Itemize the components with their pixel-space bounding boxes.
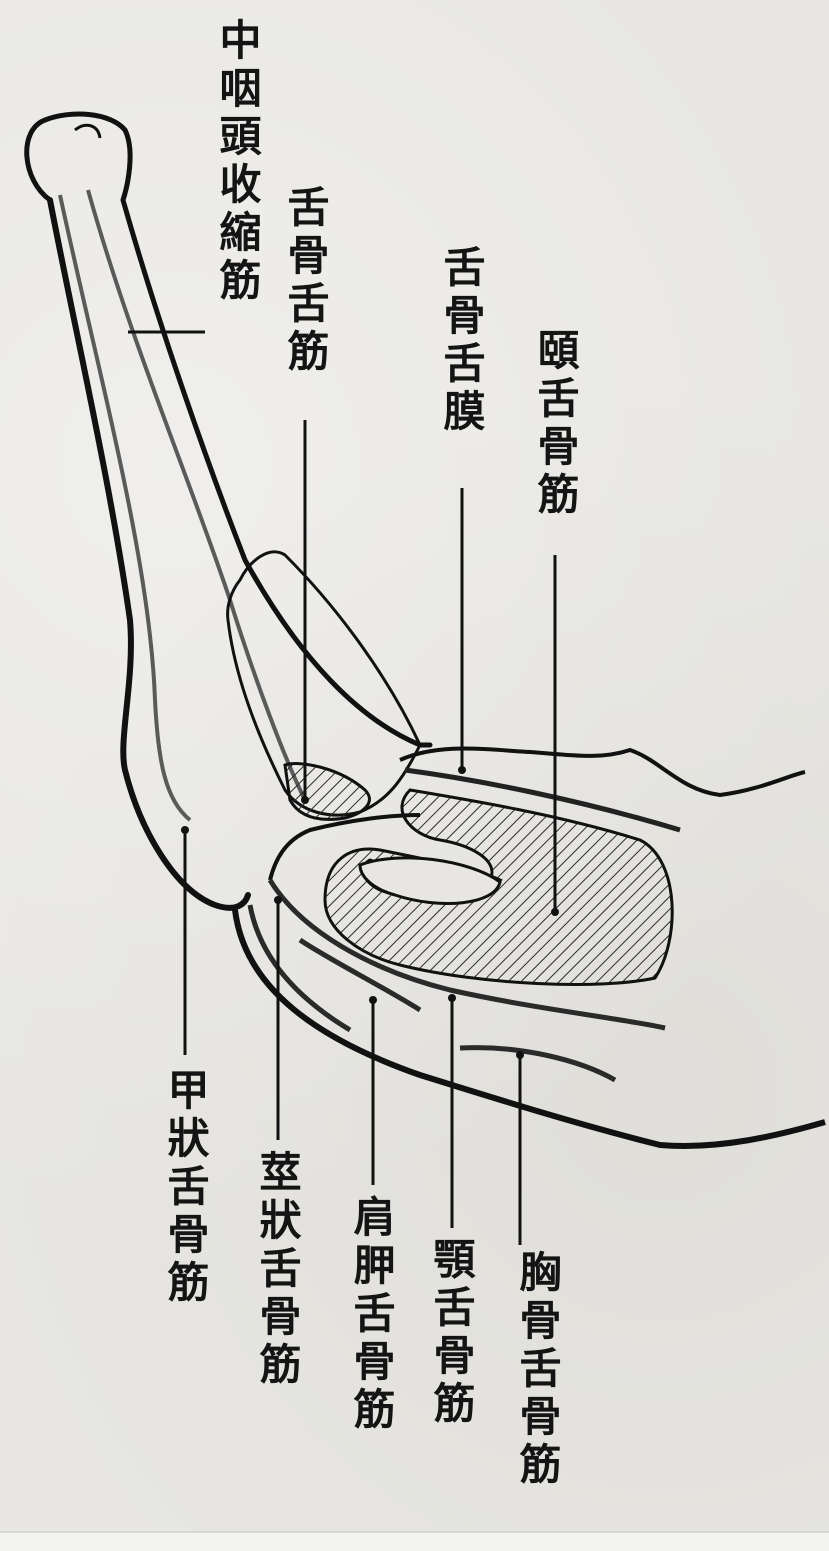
label-middle-pharyngeal-constrictor: 中咽頭收縮筋 bbox=[216, 18, 258, 306]
label-thyrohyoid: 甲狀舌骨筋 bbox=[164, 1068, 206, 1308]
constrictor-fiber-2 bbox=[88, 190, 305, 800]
label-hyoglossal-membrane: 舌骨舌膜 bbox=[440, 245, 482, 437]
label-genioglossus: 頤舌骨筋 bbox=[534, 328, 576, 520]
greater-horn-outer-edge bbox=[50, 200, 248, 908]
label-hyoglossus: 舌骨舌筋 bbox=[284, 185, 326, 377]
page-bottom-edge bbox=[0, 1531, 829, 1551]
label-omohyoid: 肩胛舌骨筋 bbox=[350, 1195, 392, 1435]
label-stylohyoid: 莖狀舌骨筋 bbox=[256, 1150, 298, 1390]
muscle-line-4 bbox=[460, 1048, 615, 1080]
label-sternohyoid: 胸骨舌骨筋 bbox=[516, 1250, 558, 1490]
hyoglossus-hatch bbox=[285, 764, 369, 820]
label-mylohyoid: 顎舌骨筋 bbox=[430, 1237, 472, 1429]
